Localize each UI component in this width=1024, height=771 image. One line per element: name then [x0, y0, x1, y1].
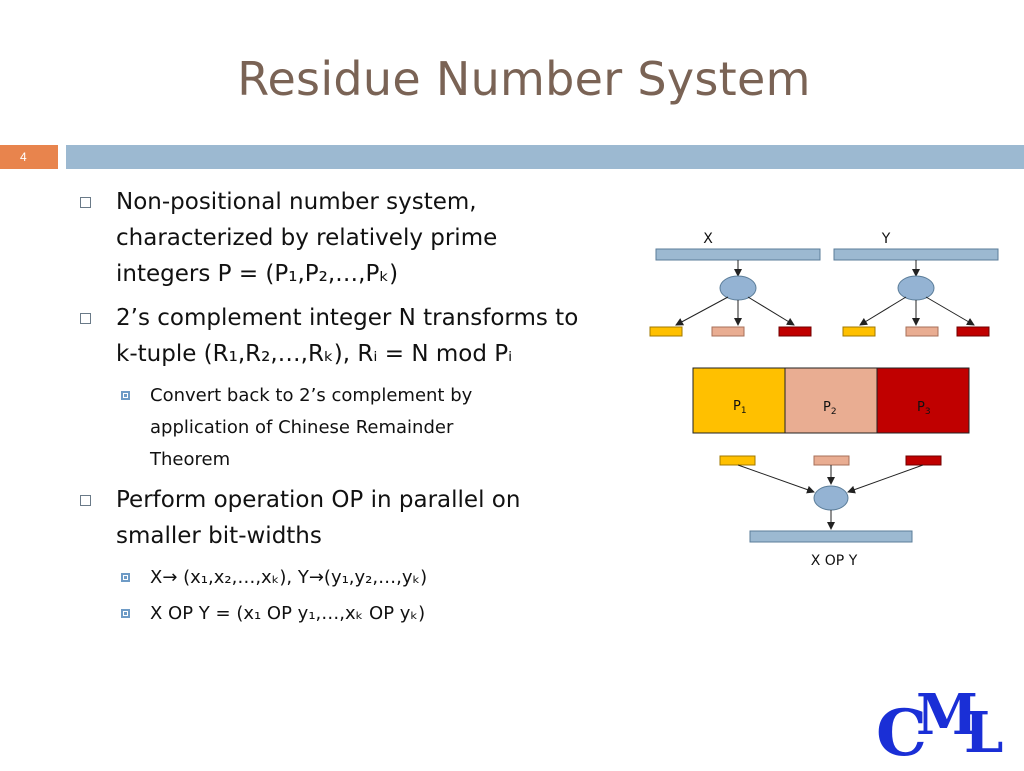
- result-label: X OP Y: [811, 553, 858, 569]
- slide-title: Residue Number System: [237, 52, 811, 106]
- result-residue-p3: [905, 455, 942, 466]
- slide-number: 4: [0, 145, 58, 169]
- square-bullet-icon: [80, 313, 91, 324]
- x-residue-p2: [711, 326, 745, 337]
- sub-bullet-item: Convert back to 2’s complement by applic…: [116, 380, 658, 476]
- y-residue-p3: [956, 326, 990, 337]
- bullet-list: Non-positional number system, characteri…: [78, 184, 658, 634]
- rns-diagram: X Y P1 P2 P3 X OP Y: [649, 231, 999, 569]
- x-split-node: [719, 275, 757, 301]
- modulus-p1-block: [692, 367, 786, 434]
- x-input-bar: [655, 248, 821, 261]
- y-residue-p1: [842, 326, 876, 337]
- y-input-bar: [833, 248, 999, 261]
- x-residue-p3: [778, 326, 812, 337]
- result-residue-p2: [813, 455, 850, 466]
- x-residue-p1: [649, 326, 683, 337]
- sub-bullet-item: X→ (x₁,x₂,…,xₖ), Y→(y₁,y₂,…,yₖ): [116, 562, 658, 594]
- p2-label: P2: [823, 400, 837, 417]
- square-bullet-icon: [80, 495, 91, 506]
- cml-logo: C M L: [876, 682, 1004, 771]
- y-label: Y: [881, 231, 891, 247]
- square-sub-bullet-icon: [121, 573, 130, 582]
- bullet-item: Non-positional number system, characteri…: [78, 184, 658, 292]
- p3-label: P3: [917, 400, 931, 417]
- combine-node: [813, 485, 849, 511]
- square-sub-bullet-icon: [121, 609, 130, 618]
- square-sub-bullet-icon: [121, 391, 130, 400]
- result-bar: [749, 530, 913, 543]
- square-bullet-icon: [80, 197, 91, 208]
- bullet-item: Perform operation OP in parallel on smal…: [78, 482, 658, 554]
- x-label: X: [703, 231, 713, 247]
- y-residue-p2: [905, 326, 939, 337]
- modulus-p3-block: [876, 367, 970, 434]
- result-residue-p1: [719, 455, 756, 466]
- p1-label: P1: [733, 399, 747, 416]
- bullet-item: 2’s complement integer N transforms to k…: [78, 300, 658, 372]
- y-split-node: [897, 275, 935, 301]
- header-band: [66, 145, 1024, 169]
- sub-bullet-item: X OP Y = (x₁ OP y₁,…,xₖ OP yₖ): [116, 598, 658, 630]
- modulus-p2-block: [784, 367, 878, 434]
